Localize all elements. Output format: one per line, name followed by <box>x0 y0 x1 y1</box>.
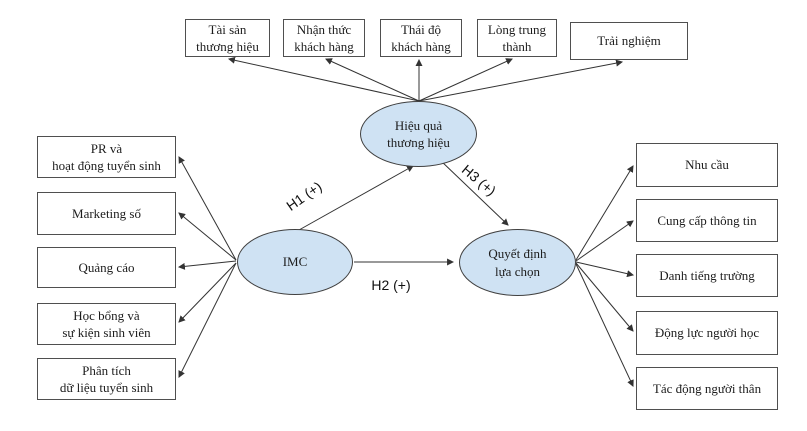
node-label: Tác động người thân <box>652 380 762 396</box>
arrows-decision-indicators <box>575 165 635 387</box>
node-label: Nhu cầu <box>685 157 729 173</box>
edge-label-h1: H1 (+) <box>283 178 325 214</box>
node-long-trung-thanh: Lòng trung thành <box>477 19 557 57</box>
node-label: Trải nghiệm <box>597 33 661 49</box>
node-label: Hiệu quả thương hiệu <box>387 117 450 150</box>
node-label: Danh tiếng trường <box>659 267 755 283</box>
node-quang-cao: Quảng cáo <box>37 247 176 288</box>
node-label: Động lực người học <box>654 325 760 341</box>
node-trai-nghiem: Trải nghiệm <box>570 22 688 60</box>
edge-label-h2: H2 (+) <box>371 277 411 293</box>
node-hoc-bong-va-su-kien-sinh-vien: Học bổng và sự kiện sinh viên <box>37 303 176 345</box>
node-label: Quyết định lựa chọn <box>488 246 547 279</box>
node-hieu-qua-thuong-hieu: Hiệu quả thương hiệu <box>360 101 477 167</box>
node-dong-luc-nguoi-hoc: Động lực người học <box>636 311 778 355</box>
edge-label-h3: H3 (+) <box>458 161 500 199</box>
node-label: Thái độ khách hàng <box>391 21 451 54</box>
node-imc: IMC <box>237 229 353 295</box>
node-label: Nhận thức khách hàng <box>294 21 354 54</box>
arrow-h1 <box>298 165 414 231</box>
node-label: Phân tích dữ liệu tuyển sinh <box>59 362 154 395</box>
node-thai-do-khach-hang: Thái độ khách hàng <box>380 19 462 57</box>
arrows-brand-effect-indicators <box>227 56 624 102</box>
node-marketing-so: Marketing số <box>37 192 176 235</box>
node-nhu-cau: Nhu cầu <box>636 143 778 187</box>
node-label: Quảng cáo <box>78 259 135 275</box>
node-pr-va-hoat-dong-tuyen-sinh: PR và hoạt động tuyển sinh <box>37 136 176 178</box>
node-phan-tich-du-lieu-tuyen-sinh: Phân tích dữ liệu tuyển sinh <box>37 358 176 400</box>
node-cung-cap-thong-tin: Cung cấp thông tin <box>636 199 778 242</box>
node-label: Học bổng và sự kiện sinh viên <box>62 307 151 340</box>
node-tac-dong-nguoi-than: Tác động người thân <box>636 367 778 410</box>
node-quyet-dinh-lua-chon: Quyết định lựa chọn <box>459 229 576 296</box>
node-label: Lòng trung thành <box>487 21 547 54</box>
node-label: IMC <box>282 254 308 270</box>
node-tai-san-thuong-hieu: Tài sản thương hiệu <box>185 19 270 57</box>
node-danh-tieng-truong: Danh tiếng trường <box>636 254 778 297</box>
node-label: Cung cấp thông tin <box>657 212 757 228</box>
arrows-imc-indicators <box>177 156 237 378</box>
node-nhan-thuc-khach-hang: Nhận thức khách hàng <box>283 19 365 57</box>
node-label: PR và hoạt động tuyển sinh <box>52 140 161 173</box>
node-label: Tài sản thương hiệu <box>196 21 259 54</box>
node-label: Marketing số <box>72 205 141 221</box>
